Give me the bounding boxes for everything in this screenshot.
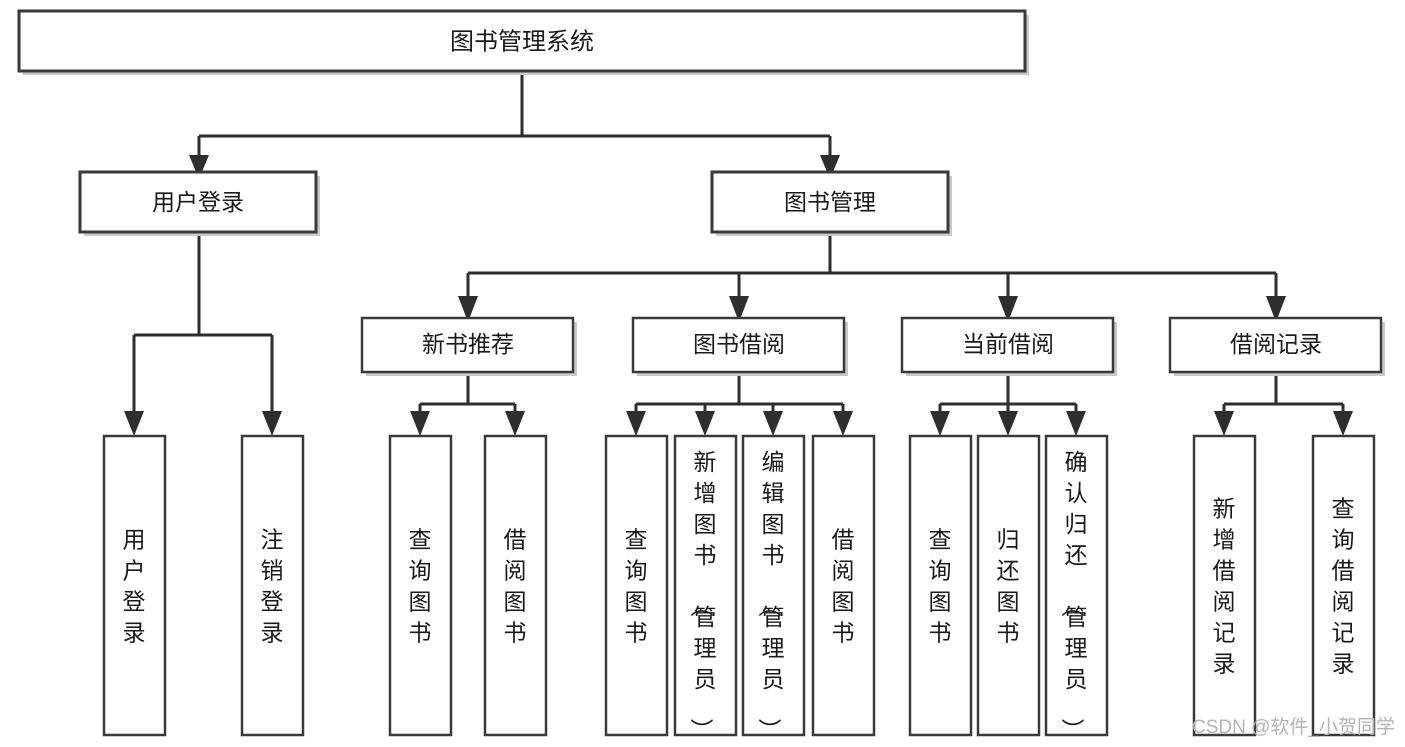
node-leaf-add-book-label: 新增图书（管理员） bbox=[689, 449, 717, 741]
node-new-book-rec[interactable]: 新书推荐 bbox=[360, 316, 577, 376]
node-leaf-borrow-book-1[interactable]: 借阅图书 bbox=[483, 434, 548, 737]
node-current-borrow-label: 当前借阅 bbox=[962, 331, 1054, 357]
node-leaf-logout-label: 注销登录 bbox=[261, 527, 284, 646]
node-leaf-confirm-return-box bbox=[1044, 434, 1109, 737]
node-leaf-return-book-label: 归还图书 bbox=[997, 527, 1020, 646]
arrowhead-borrow-record bbox=[1266, 296, 1286, 322]
node-leaf-add-record-box bbox=[1192, 434, 1257, 737]
node-leaf-query-book-3-label: 查询图书 bbox=[929, 527, 952, 646]
node-new-book-rec-label: 新书推荐 bbox=[422, 331, 514, 357]
node-leaf-query-book-1-label: 查询图书 bbox=[409, 527, 432, 646]
node-leaf-query-book-3-box bbox=[908, 434, 973, 737]
node-book-manage-box bbox=[710, 170, 950, 234]
node-leaf-user-login-label: 用户登录 bbox=[123, 527, 146, 646]
arrowhead-book-borrow bbox=[729, 296, 749, 322]
arrowhead-leaf-1 bbox=[124, 411, 144, 436]
arrowhead-new-book-rec bbox=[458, 296, 478, 322]
node-leaf-logout-box bbox=[240, 434, 305, 737]
node-book-borrow-label: 图书借阅 bbox=[693, 331, 785, 357]
arrowhead-book-manage bbox=[820, 155, 840, 179]
csdn-watermark: CSDN @软件_小贺同学 bbox=[1192, 716, 1395, 738]
node-user-login-box bbox=[78, 170, 318, 234]
node-leaf-confirm-return-label: 确认归还（管理员） bbox=[1060, 449, 1088, 741]
node-root[interactable]: 图书管理系统 bbox=[17, 9, 1029, 75]
node-leaf-query-record[interactable]: 查询借阅记录 bbox=[1311, 434, 1376, 737]
arrowhead-leaf-11 bbox=[1066, 411, 1086, 436]
node-borrow-record-label: 借阅记录 bbox=[1230, 331, 1322, 357]
node-leaf-return-book[interactable]: 归还图书 bbox=[976, 434, 1041, 737]
node-book-manage[interactable]: 图书管理 bbox=[710, 170, 952, 236]
node-leaf-borrow-book-1-label: 借阅图书 bbox=[504, 527, 527, 646]
node-leaf-query-book-1[interactable]: 查询图书 bbox=[388, 434, 453, 737]
node-leaf-query-record-label: 查询借阅记录 bbox=[1332, 496, 1355, 677]
arrowhead-leaf-12 bbox=[1214, 411, 1234, 436]
node-book-borrow-box bbox=[631, 316, 846, 374]
node-leaf-user-login[interactable]: 用户登录 bbox=[102, 434, 167, 737]
node-current-borrow-box bbox=[900, 316, 1115, 374]
node-leaf-add-record-label: 新增借阅记录 bbox=[1213, 496, 1236, 677]
node-book-borrow[interactable]: 图书借阅 bbox=[631, 316, 848, 376]
arrowhead-leaf-3 bbox=[410, 411, 430, 436]
node-user-login-label: 用户登录 bbox=[152, 189, 244, 215]
node-leaf-return-book-box bbox=[976, 434, 1041, 737]
node-current-borrow[interactable]: 当前借阅 bbox=[900, 316, 1117, 376]
node-leaf-edit-book-box bbox=[741, 434, 806, 737]
arrowhead-current-borrow bbox=[998, 296, 1018, 322]
node-leaf-borrow-book-2-label: 借阅图书 bbox=[832, 527, 855, 646]
node-leaf-query-book-2[interactable]: 查询图书 bbox=[604, 434, 669, 737]
node-root-label: 图书管理系统 bbox=[450, 28, 594, 55]
node-leaf-query-book-2-label: 查询图书 bbox=[625, 527, 648, 646]
arrowhead-group bbox=[124, 155, 1353, 436]
node-new-book-rec-box bbox=[360, 316, 575, 374]
arrowhead-leaf-6 bbox=[695, 411, 715, 436]
node-leaf-add-book-box bbox=[673, 434, 738, 737]
node-book-manage-label: 图书管理 bbox=[784, 189, 876, 215]
node-leaf-borrow-book-2-box bbox=[811, 434, 876, 737]
arrowhead-leaf-2 bbox=[262, 411, 282, 436]
arrowhead-leaf-5 bbox=[626, 411, 646, 436]
node-borrow-record-box bbox=[1168, 316, 1383, 374]
node-leaf-logout[interactable]: 注销登录 bbox=[240, 434, 305, 737]
node-leaf-edit-book-label: 编辑图书（管理员） bbox=[757, 449, 785, 741]
node-leaf-add-record[interactable]: 新增借阅记录 bbox=[1192, 434, 1257, 737]
node-leaf-query-book-1-box bbox=[388, 434, 453, 737]
node-borrow-record[interactable]: 借阅记录 bbox=[1168, 316, 1385, 376]
node-leaf-borrow-book-2[interactable]: 借阅图书 bbox=[811, 434, 876, 737]
arrowhead-leaf-10 bbox=[998, 411, 1018, 436]
node-leaf-query-book-2-box bbox=[604, 434, 669, 737]
arrowhead-leaf-13 bbox=[1333, 411, 1353, 436]
node-root-box bbox=[17, 9, 1027, 73]
arrowhead-leaf-9 bbox=[930, 411, 950, 436]
node-leaf-borrow-book-1-box bbox=[483, 434, 548, 737]
node-leaf-user-login-box bbox=[102, 434, 167, 737]
node-leaf-confirm-return[interactable]: 确认归还（管理员） bbox=[1044, 434, 1109, 741]
node-leaf-add-book[interactable]: 新增图书（管理员） bbox=[673, 434, 738, 741]
arrowhead-leaf-8 bbox=[833, 411, 853, 436]
node-leaf-query-book-3[interactable]: 查询图书 bbox=[908, 434, 973, 737]
node-leaf-query-record-box bbox=[1311, 434, 1376, 737]
arrowhead-leaf-4 bbox=[505, 411, 525, 436]
arrowhead-user-login bbox=[189, 155, 209, 179]
node-leaf-edit-book[interactable]: 编辑图书（管理员） bbox=[741, 434, 806, 741]
node-user-login[interactable]: 用户登录 bbox=[78, 170, 320, 236]
arrowhead-leaf-7 bbox=[763, 411, 783, 436]
